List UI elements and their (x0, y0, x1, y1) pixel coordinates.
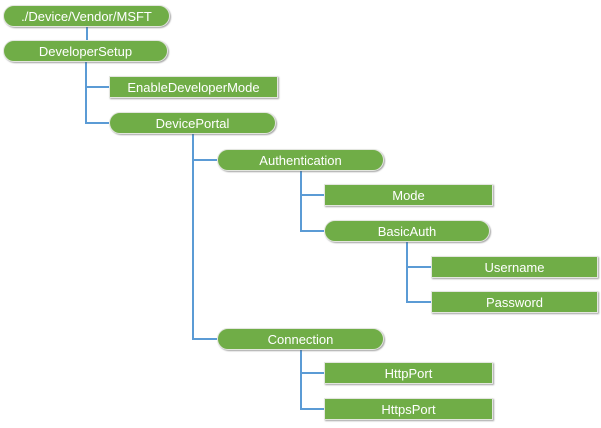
connector-line (406, 301, 431, 303)
tree-node-developer-setup: DeveloperSetup (3, 40, 168, 62)
tree-node-mode: Mode (324, 184, 493, 206)
tree-node-connection: Connection (217, 328, 384, 350)
tree-node-basic-auth: BasicAuth (324, 220, 490, 242)
connector-line (192, 159, 217, 161)
tree-node-authentication: Authentication (217, 149, 384, 171)
tree-node-enable-developer-mode: EnableDeveloperMode (109, 76, 278, 98)
connector-line (85, 62, 87, 124)
connector-line (406, 266, 431, 268)
connector-line (300, 350, 302, 410)
connector-line (85, 122, 109, 124)
tree-node-https-port: HttpsPort (324, 398, 493, 420)
tree-node-http-port: HttpPort (324, 362, 493, 384)
connector-line (300, 171, 302, 232)
connector-line (300, 194, 324, 196)
connector-line (85, 86, 109, 88)
tree-node-device-portal: DevicePortal (109, 112, 276, 134)
tree-node-username: Username (431, 256, 598, 278)
connector-line (300, 408, 324, 410)
connector-line (86, 27, 88, 40)
connector-line (192, 134, 194, 340)
tree-node-msft: ./Device/Vendor/MSFT (3, 5, 170, 27)
connector-line (192, 338, 217, 340)
tree-node-password: Password (431, 291, 598, 313)
connector-line (300, 372, 324, 374)
connector-line (300, 230, 324, 232)
connector-line (406, 242, 408, 303)
